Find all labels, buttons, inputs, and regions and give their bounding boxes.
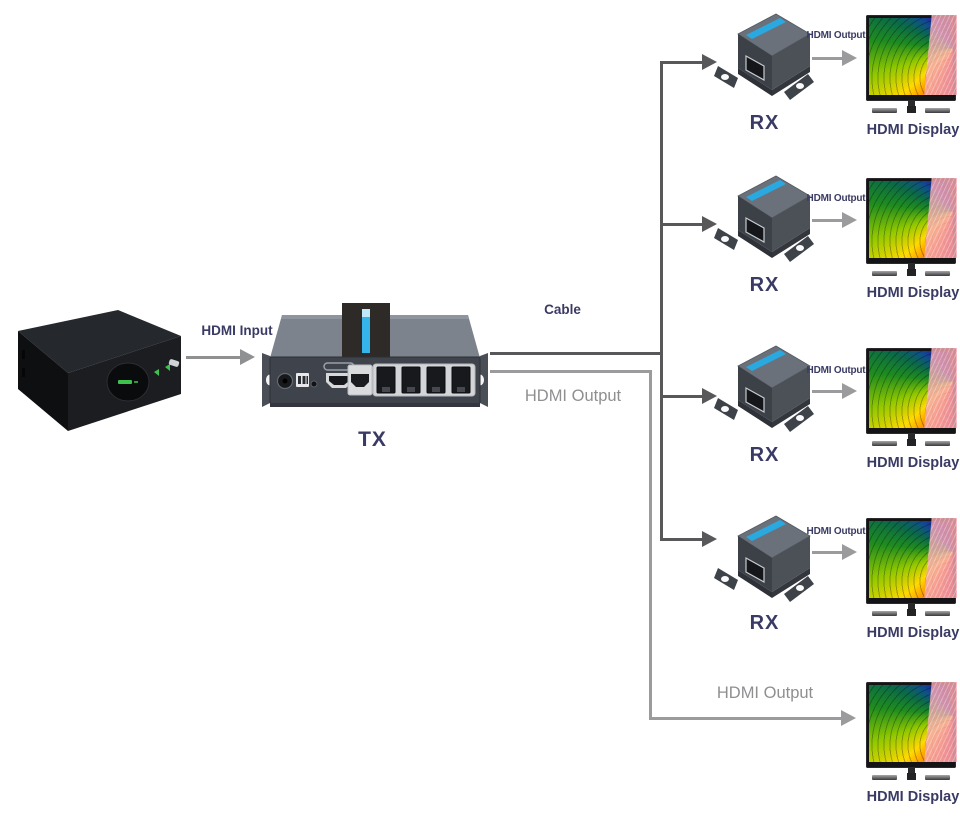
hdmi-output-bottom-line (649, 717, 841, 720)
rx-label: RX (749, 112, 780, 134)
branch-line (660, 223, 702, 226)
monitor-hub (906, 773, 916, 780)
hdmi-display-monitor (866, 178, 957, 276)
monitor-neck (908, 434, 915, 439)
hdmi-display-label: HDMI Display (866, 455, 960, 471)
branch-arrowhead (702, 54, 717, 70)
branch-arrowhead (702, 216, 717, 232)
monitor-stand (872, 604, 950, 616)
hdmi-output-line-vertical (649, 370, 652, 720)
monitor-stand (872, 768, 950, 780)
monitor-bezel (866, 348, 957, 434)
hdmi-output-bottom-label: HDMI Output (716, 684, 814, 702)
tx-transmitter (258, 303, 492, 428)
monitor-foot (872, 271, 897, 276)
monitor-stand (872, 101, 950, 113)
monitor-foot (872, 775, 897, 780)
rx-output-arrow-line (812, 551, 842, 554)
monitor-foot (925, 441, 950, 446)
branch-line (660, 395, 702, 398)
monitor-stand (872, 264, 950, 276)
rx-label: RX (749, 612, 780, 634)
hdmi-input-arrow-line (186, 356, 240, 359)
hdmi-output-small-label: HDMI Output (806, 365, 866, 376)
hdmi-display-label: HDMI Display (866, 285, 960, 301)
hdmi-display-label: HDMI Display (866, 789, 960, 805)
rx-label: RX (749, 444, 780, 466)
monitor-foot (925, 271, 950, 276)
monitor-foot (925, 611, 950, 616)
monitor-bezel (866, 518, 957, 604)
monitor-neck (908, 264, 915, 269)
hdmi-display-label: HDMI Display (866, 625, 960, 641)
cable-trunk-line (660, 61, 663, 541)
monitor-foot (872, 441, 897, 446)
monitor-bezel (866, 178, 957, 264)
monitor-bezel (866, 682, 957, 768)
monitor-foot (925, 775, 950, 780)
rx-receiver (712, 170, 817, 270)
cable-label: Cable (544, 302, 581, 317)
hdmi-output-mid-label: HDMI Output (524, 387, 622, 405)
monitor-hub (906, 269, 916, 276)
hdmi-display-label: HDMI Display (866, 122, 960, 138)
hdmi-output-small-label: HDMI Output (806, 526, 866, 537)
monitor-hub (906, 609, 916, 616)
hdmi-display-monitor (866, 348, 957, 446)
rx-receiver (712, 8, 817, 108)
hdmi-output-small-label: HDMI Output (806, 30, 866, 41)
tx-label: TX (358, 428, 387, 451)
monitor-foot (925, 108, 950, 113)
hdmi-output-small-label: HDMI Output (806, 193, 866, 204)
monitor-pink-overlay (924, 348, 957, 428)
monitor-foot (872, 611, 897, 616)
hdmi-output-bottom-arrowhead (841, 710, 856, 726)
rx-receiver (712, 510, 817, 610)
monitor-hub (906, 439, 916, 446)
rx-receiver (712, 340, 817, 440)
rx-label: RX (749, 274, 780, 296)
branch-arrowhead (702, 388, 717, 404)
cable-line (490, 352, 662, 355)
rx-output-arrowhead (842, 544, 857, 560)
media-source-device (8, 298, 183, 438)
monitor-neck (908, 604, 915, 609)
hdmi-input-arrowhead (240, 349, 255, 365)
monitor-hub (906, 106, 916, 113)
monitor-bezel (866, 15, 957, 101)
monitor-neck (908, 101, 915, 106)
rx-output-arrow-line (812, 219, 842, 222)
monitor-foot (872, 108, 897, 113)
hdmi-display-monitor (866, 15, 957, 113)
branch-line (660, 538, 702, 541)
monitor-neck (908, 768, 915, 773)
hdmi-display-monitor (866, 682, 957, 780)
rx-output-arrow-line (812, 390, 842, 393)
branch-line (660, 61, 702, 64)
rx-output-arrowhead (842, 212, 857, 228)
rx-output-arrowhead (842, 383, 857, 399)
hdmi-input-label: HDMI Input (201, 323, 273, 338)
monitor-stand (872, 434, 950, 446)
hdmi-display-monitor (866, 518, 957, 616)
rx-output-arrow-line (812, 57, 842, 60)
rx-output-arrowhead (842, 50, 857, 66)
monitor-pink-overlay (924, 518, 957, 598)
branch-arrowhead (702, 531, 717, 547)
hdmi-output-line-horizontal (490, 370, 652, 373)
